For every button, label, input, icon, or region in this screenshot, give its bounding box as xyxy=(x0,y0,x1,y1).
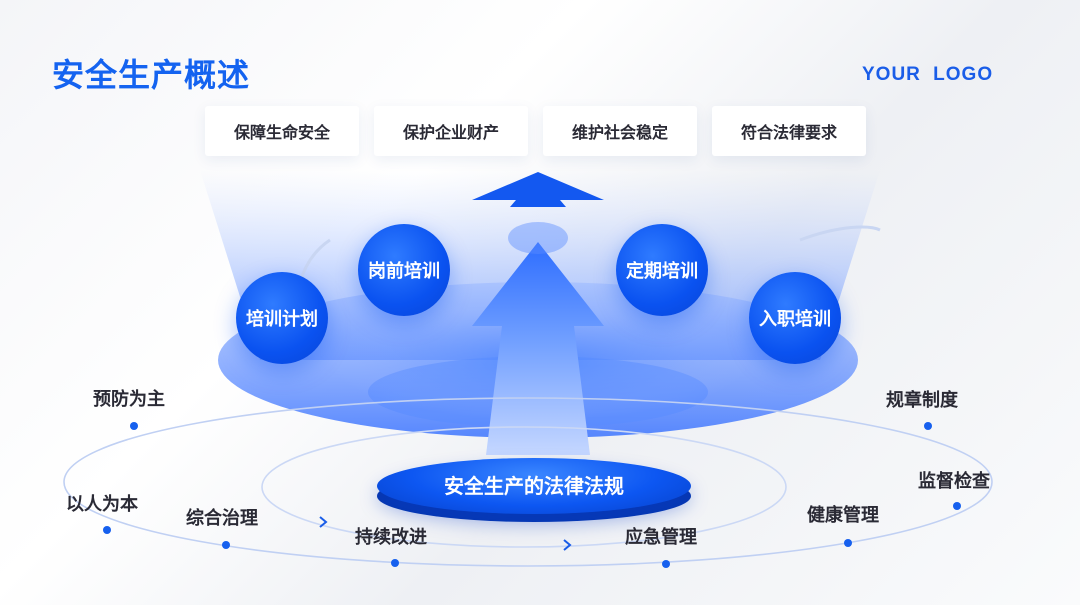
goal-card: 保障生命安全 xyxy=(205,106,359,156)
right-arc xyxy=(799,225,881,242)
principle-label: 持续改进 xyxy=(355,527,427,548)
goal-card: 维护社会稳定 xyxy=(543,106,697,156)
goal-card: 符合法律要求 xyxy=(712,106,866,156)
training-node: 培训计划 xyxy=(236,272,328,364)
ring-dots xyxy=(103,422,961,568)
goal-card: 保护企业财产 xyxy=(374,106,528,156)
arrow-glow xyxy=(508,222,568,254)
page-title: 安全生产概述 xyxy=(52,56,251,94)
inner-ring xyxy=(261,426,787,548)
principle-label: 规章制度 xyxy=(886,390,958,411)
principle-label: 综合治理 xyxy=(186,508,258,529)
ring-chevrons xyxy=(319,516,572,551)
outer-ring xyxy=(63,397,993,567)
up-arrow xyxy=(472,242,604,455)
training-node: 岗前培训 xyxy=(358,224,450,316)
logo: YOUR LOGO xyxy=(862,64,994,85)
training-node: 定期培训 xyxy=(616,224,708,316)
principle-label: 预防为主 xyxy=(93,389,165,410)
training-node: 入职培训 xyxy=(749,272,841,364)
top-arrowhead xyxy=(472,172,604,207)
core-label: 安全生产的法律法规 xyxy=(444,474,624,498)
core-plate xyxy=(377,458,691,514)
principle-label: 应急管理 xyxy=(625,527,697,548)
principle-label: 健康管理 xyxy=(807,505,879,526)
principle-label: 监督检查 xyxy=(918,471,990,492)
principle-label: 以人为本 xyxy=(66,494,138,515)
